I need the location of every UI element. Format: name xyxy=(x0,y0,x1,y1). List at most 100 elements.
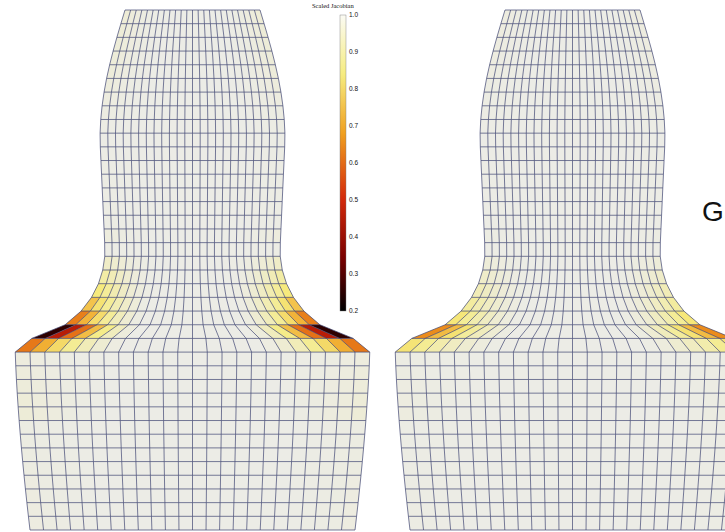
mesh-cell xyxy=(609,229,617,243)
mesh-cell xyxy=(565,161,573,175)
mesh-cell xyxy=(611,133,619,147)
mesh-line xyxy=(405,488,725,489)
mesh-cell xyxy=(489,161,497,175)
mesh-cell xyxy=(705,352,720,366)
mesh-cell xyxy=(273,243,280,257)
mesh-line xyxy=(249,10,340,530)
mesh-cell xyxy=(504,106,513,120)
mesh-line xyxy=(260,10,370,530)
mesh-cell xyxy=(417,462,432,476)
mesh-cell xyxy=(62,421,77,435)
mesh-cell xyxy=(193,516,207,530)
mesh-cell xyxy=(236,393,251,407)
mesh-cell xyxy=(279,407,294,421)
mesh-cell xyxy=(629,462,644,476)
mesh-cell xyxy=(403,462,418,476)
mesh-line xyxy=(254,10,355,530)
mesh-cell xyxy=(248,475,263,489)
mesh-cell xyxy=(223,119,231,133)
mesh-cell xyxy=(109,174,117,188)
mesh-cell xyxy=(631,243,638,257)
mesh-cell xyxy=(163,243,170,257)
mesh-cell xyxy=(89,352,104,366)
mesh-cell xyxy=(456,407,471,421)
mesh-cell xyxy=(559,51,566,65)
mesh-cell xyxy=(631,229,639,243)
mesh-cell xyxy=(455,379,470,393)
mesh-cell xyxy=(49,434,64,448)
mesh-cell xyxy=(238,174,246,188)
mesh-cell xyxy=(123,503,137,517)
mesh-cell xyxy=(472,434,487,448)
mesh-cell xyxy=(259,202,267,216)
mesh-cell xyxy=(529,434,544,448)
mesh-cell xyxy=(602,256,610,270)
mesh-cell xyxy=(565,243,572,257)
mesh-cell xyxy=(573,393,588,407)
mesh-cell xyxy=(543,256,551,270)
mesh-cell xyxy=(502,475,517,489)
mesh-cell xyxy=(292,448,307,462)
mesh-cell xyxy=(573,188,581,202)
mesh-cell xyxy=(557,174,565,188)
mesh-line xyxy=(629,10,720,530)
mesh-cell xyxy=(245,106,253,120)
mesh-cell xyxy=(41,503,56,517)
mesh-cell xyxy=(444,448,459,462)
mesh-cell xyxy=(262,475,277,489)
mesh-cell xyxy=(193,475,207,489)
mesh-cell xyxy=(290,475,305,489)
mesh-cell xyxy=(48,421,63,435)
mesh-cell xyxy=(254,10,264,24)
mesh-line xyxy=(612,10,676,530)
mesh-line xyxy=(401,447,725,448)
mesh-cell xyxy=(104,366,119,380)
mesh-cell xyxy=(495,133,503,147)
mesh-cell xyxy=(426,393,441,407)
mesh-cell xyxy=(239,133,247,147)
mesh-cell xyxy=(177,188,185,202)
mesh-cell xyxy=(529,421,544,435)
mesh-cell xyxy=(54,503,69,517)
colorbar-tick: 0.4 xyxy=(349,234,358,241)
mesh-cell xyxy=(543,78,551,92)
mesh-cell xyxy=(238,161,246,175)
mesh-cell xyxy=(309,393,324,407)
mesh-cell xyxy=(602,229,610,243)
mesh-cell xyxy=(631,215,639,229)
mesh-cell xyxy=(557,270,565,284)
mesh-cell xyxy=(164,475,178,489)
mesh-cell xyxy=(475,489,490,503)
mesh-cell xyxy=(347,462,362,476)
mesh-cell xyxy=(642,489,657,503)
mesh-cell xyxy=(718,393,725,407)
mesh-cell xyxy=(222,229,230,243)
mesh-cell xyxy=(676,352,691,366)
mesh-cell xyxy=(543,352,558,366)
mesh-cell xyxy=(100,119,108,133)
mesh-cell xyxy=(179,37,186,51)
mesh-cell xyxy=(578,24,585,38)
mesh-cell xyxy=(610,188,618,202)
mesh-cell xyxy=(74,352,89,366)
mesh-cell xyxy=(105,243,112,257)
mesh-cell xyxy=(133,352,148,366)
mesh-cell xyxy=(600,503,614,517)
mesh-cell xyxy=(36,448,51,462)
mesh-cell xyxy=(544,434,558,448)
mesh-cell xyxy=(199,51,206,65)
mesh-cell xyxy=(261,119,269,133)
mesh-cell xyxy=(397,393,412,407)
mesh-cell xyxy=(178,338,193,352)
mesh-cell xyxy=(502,462,517,476)
mesh-cell xyxy=(193,202,200,216)
mesh-cell xyxy=(559,489,573,503)
mesh-cell xyxy=(208,147,216,161)
mesh-cell xyxy=(293,421,308,435)
mesh-cell xyxy=(214,243,221,257)
mesh-cell xyxy=(580,188,588,202)
mesh-cell xyxy=(185,215,192,229)
mesh-cell xyxy=(587,243,594,257)
mesh-cell xyxy=(659,407,674,421)
mesh-cell xyxy=(121,448,136,462)
